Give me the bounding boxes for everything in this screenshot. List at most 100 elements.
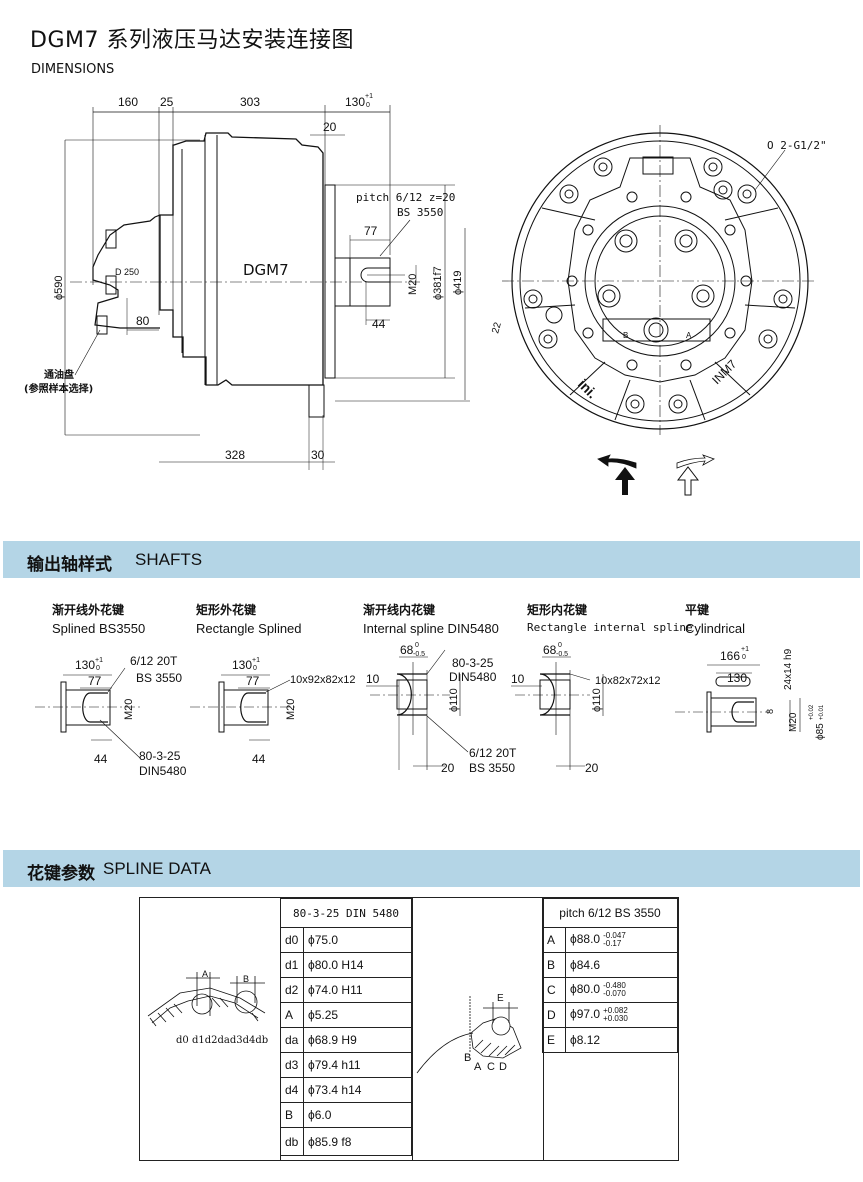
bs-tol-lower: +0.030: [603, 1014, 628, 1023]
model-text: INM7: [709, 357, 739, 387]
s3-spline: 6/12 20T: [469, 746, 517, 760]
oil-pan-note: (参照样本选择): [24, 382, 93, 395]
shaft-type-5-zh: 平键: [685, 603, 710, 617]
s3-bs: BS 3550: [469, 761, 515, 775]
shaft-type-4-zh: 矩形内花键: [527, 603, 588, 617]
spline-section-header: 花键参数 SPLINE DATA: [3, 850, 860, 887]
din-sym: d0: [280, 927, 304, 953]
shaft-type-4-en: Rectangle internal spline: [527, 621, 693, 634]
bs-tol-lower: -0.070: [603, 989, 626, 998]
dim-44: 44: [372, 317, 386, 331]
dim-phi381: ϕ381f7: [432, 266, 444, 300]
s5-dim-166: 166: [720, 649, 740, 663]
din-val: ϕ75.0: [303, 927, 412, 953]
bs-tol-upper: -0.480: [603, 981, 626, 990]
page-subtitle: DIMENSIONS: [31, 62, 115, 77]
port-label: O 2-G1/2": [767, 139, 827, 152]
s2-tol-upper: +1: [252, 657, 260, 664]
shaft-type-2: 矩形外花键 Rectangle Splined: [196, 601, 302, 636]
s2-m20: M20: [285, 699, 297, 720]
bs-label-b: B: [464, 1052, 471, 1064]
bs-label-a: A: [474, 1061, 482, 1073]
dim-phi419: ϕ419: [452, 270, 464, 295]
bs-tol-upper: -0.047: [603, 931, 626, 940]
din-sym: da: [280, 1027, 304, 1053]
bs-tol-upper: +0.082: [603, 1006, 628, 1015]
bs-label-c: C: [487, 1061, 495, 1073]
s3-dim-10: 10: [366, 672, 380, 686]
dim-77: 77: [364, 224, 378, 238]
dim-22: 22: [490, 321, 504, 335]
bs-val: ϕ8.12: [570, 1033, 601, 1047]
s2-tol-lower: 0: [253, 665, 257, 672]
spline-title-en: SPLINE DATA: [103, 859, 212, 878]
dim-328: 328: [225, 448, 245, 462]
shaft-type-5-en: Cylindrical: [685, 621, 745, 636]
oil-pan-label: 通油盘: [44, 368, 74, 381]
s5-dim-130: 130: [727, 671, 747, 685]
ccw-arrow-icon: [597, 454, 637, 469]
s3-din-code: 80-3-25: [452, 656, 494, 670]
din-val: ϕ5.25: [303, 1002, 412, 1028]
dim-130: 130: [345, 95, 365, 109]
dim-30: 30: [311, 448, 325, 462]
shaft-type-3-zh: 渐开线内花键: [363, 603, 436, 617]
model-label: DGM7: [243, 261, 289, 279]
s5-tol-lower2: +0.01: [819, 704, 825, 720]
s3-tol-upper: 0: [415, 642, 419, 649]
hollow-up-arrow-icon: [676, 466, 700, 496]
din-sym: B: [280, 1102, 304, 1128]
shaft-type-1: 渐开线外花键 Splined BS3550: [52, 601, 145, 636]
s2-dim-77: 77: [246, 674, 260, 688]
port-a-label: A: [686, 331, 692, 340]
bs-label-e: E: [497, 993, 504, 1004]
s3-phi110: ϕ110: [448, 688, 460, 712]
s1-dim-44: 44: [94, 752, 108, 766]
din-diagram-cell: A B d0 d1d2dad3d4db: [140, 898, 281, 1160]
s4-phi110: ϕ110: [591, 688, 603, 712]
brand-text: ini.: [575, 376, 601, 402]
s3-dim-68: 68: [400, 643, 414, 657]
din-val: ϕ73.4 h14: [303, 1077, 412, 1103]
din-val: ϕ68.9 H9: [303, 1027, 412, 1053]
s2-spline: 10x92x82x12: [290, 674, 355, 686]
bs-sym: B: [542, 952, 566, 978]
din-sym: d2: [280, 977, 304, 1003]
din-val: ϕ74.0 H11: [303, 977, 412, 1003]
s1-din-code: 80-3-25: [139, 749, 181, 763]
din-sym: db: [280, 1127, 304, 1156]
s4-dim-68: 68: [543, 643, 557, 657]
s1-tol-lower: 0: [96, 665, 100, 672]
s3-din: DIN5480: [449, 670, 497, 684]
pitch-label: pitch 6/12 z=20: [356, 191, 455, 204]
bs-diagram-cell: E B A C D: [412, 898, 544, 1160]
din-spline-diagram: A B d0 d1d2dad3d4db: [147, 969, 268, 1046]
din-val: ϕ85.9 f8: [303, 1127, 412, 1156]
dim-m20: M20: [407, 274, 419, 295]
spline-title-zh: 花键参数: [27, 864, 95, 884]
shaft-type-1-zh: 渐开线外花键: [52, 603, 125, 617]
s5-key: 24x14 h9: [783, 648, 794, 690]
shaft-type-4: 矩形内花键 Rectangle internal spline: [527, 601, 693, 634]
bs-tol-lower: -0.17: [603, 939, 622, 948]
dim-130-tol-upper: +1: [365, 93, 373, 100]
shaft-type-3: 渐开线内花键 Internal spline DIN5480: [363, 601, 499, 636]
dim-130-tol-lower: 0: [366, 102, 370, 109]
din-label-diameters: d0 d1d2dad3d4db: [176, 1035, 268, 1046]
bs-label-d: D: [499, 1061, 507, 1073]
port-b-label: B: [623, 331, 628, 340]
s2-dim-130: 130: [232, 658, 252, 672]
side-view-drawing: 160 25 303 130 +1 0 20 pitch 6/12 z=20 B…: [24, 93, 470, 470]
